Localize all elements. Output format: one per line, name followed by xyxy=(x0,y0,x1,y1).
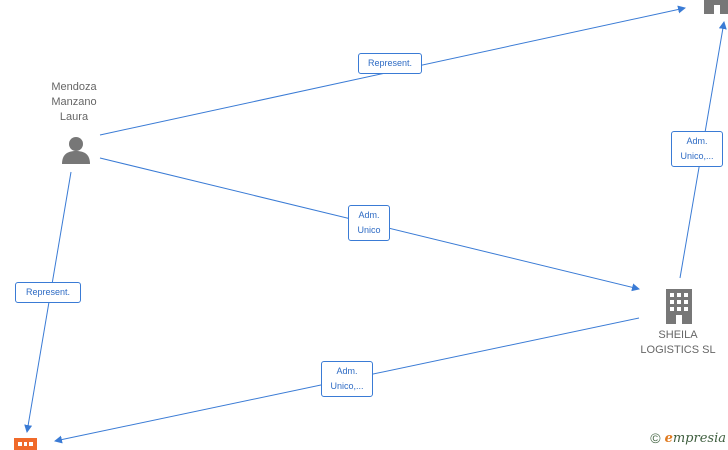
building-icon[interactable] xyxy=(14,438,37,450)
edge-label-person-main[interactable]: Adm. Unico xyxy=(348,205,390,241)
edge-label-person-top[interactable]: Represent. xyxy=(358,53,422,74)
edge-label-main-bottom[interactable]: Adm. Unico,... xyxy=(321,361,373,397)
empresia-watermark: © empresia xyxy=(650,430,726,446)
edge-label-main-top[interactable]: Adm. Unico,... xyxy=(671,131,723,167)
copyright-symbol: © xyxy=(650,430,661,446)
company-name-label: SHEILA LOGISTICS SL xyxy=(640,329,716,356)
building-icon[interactable] xyxy=(704,0,728,14)
brand-initial: e xyxy=(664,430,673,446)
edge-label-person-bottom[interactable]: Represent. xyxy=(15,282,81,303)
building-icon[interactable] xyxy=(666,289,692,324)
person-icon[interactable] xyxy=(62,137,90,164)
person-name-label: Mendoza Manzano Laura xyxy=(51,81,97,123)
brand-logo: empresia xyxy=(665,431,726,446)
brand-name: mpresia xyxy=(672,430,726,446)
